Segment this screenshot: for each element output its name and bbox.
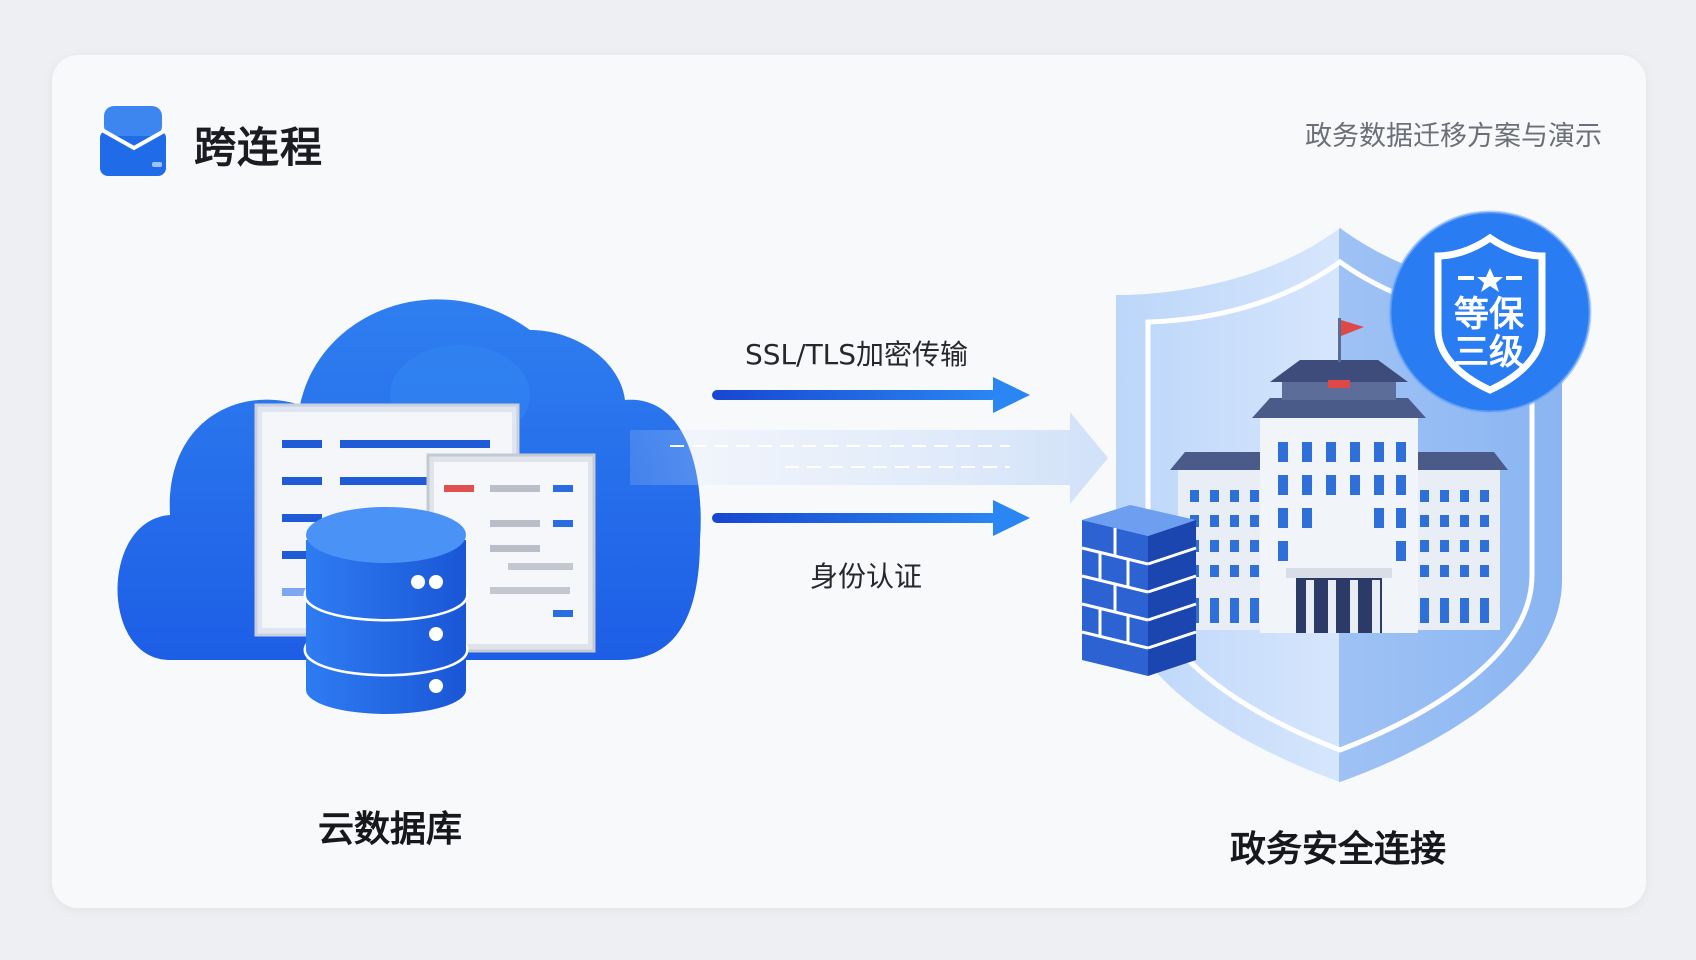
cloud-database-icon — [117, 299, 701, 714]
shield-badge-icon — [1388, 210, 1592, 414]
cloud-database-label: 云数据库 — [318, 809, 463, 850]
government-connection-label: 政务安全连接 — [1230, 829, 1447, 870]
brand-logo-icon — [100, 106, 167, 176]
brand-name: 跨连程 — [194, 123, 324, 172]
header-tagline: 政务数据迁移方案与演示 — [1305, 121, 1602, 152]
top-arrow-label: SSL/TLS加密传输 — [745, 338, 969, 371]
connection-arrows — [630, 377, 1108, 536]
firewall-icon — [1081, 505, 1197, 676]
bottom-arrow-label: 身份认证 — [810, 560, 923, 593]
badge-line-1: 等保 — [1454, 295, 1525, 335]
badge-line-2: 三级 — [1454, 333, 1525, 373]
